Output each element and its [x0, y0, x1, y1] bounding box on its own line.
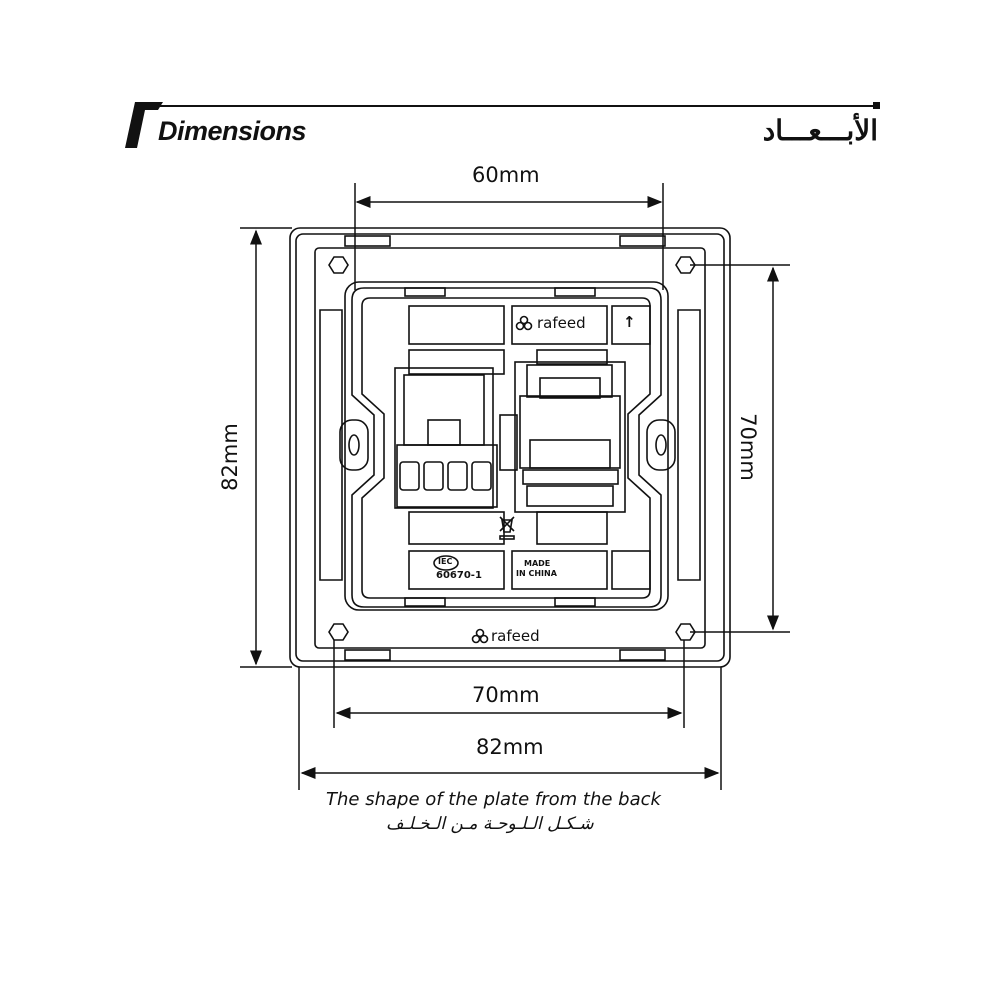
- header-rule: [125, 102, 880, 148]
- label-70mm-horizontal: 70mm: [472, 683, 540, 707]
- caption-arabic: شـكـل الـلـوحـة مـن الـخـلـف: [386, 814, 594, 834]
- standard-label: 60670-1: [436, 570, 482, 581]
- rj45-module: [514, 361, 626, 513]
- title-english: Dimensions: [158, 116, 307, 146]
- caption-english: The shape of the plate from the back: [326, 789, 661, 810]
- plate-inner-frame: [344, 281, 669, 611]
- title-arabic: الأبـــعـــاد: [762, 115, 878, 146]
- origin-line2: IN CHINA: [516, 569, 557, 578]
- terminal-module: [394, 367, 498, 509]
- origin-line1: MADE: [524, 559, 551, 568]
- brand-label-inner: rafeed: [537, 314, 586, 332]
- arrow-mark: ↑: [623, 313, 636, 331]
- label-60mm: 60mm: [472, 163, 540, 187]
- iec-logo: IEC: [438, 557, 453, 566]
- label-70mm-vertical: 70mm: [735, 413, 760, 481]
- label-82mm-horizontal: 82mm: [476, 735, 544, 759]
- plate-outer: [289, 227, 731, 668]
- brand-label-outer: rafeed: [491, 627, 540, 645]
- label-82mm-vertical: 82mm: [217, 423, 242, 491]
